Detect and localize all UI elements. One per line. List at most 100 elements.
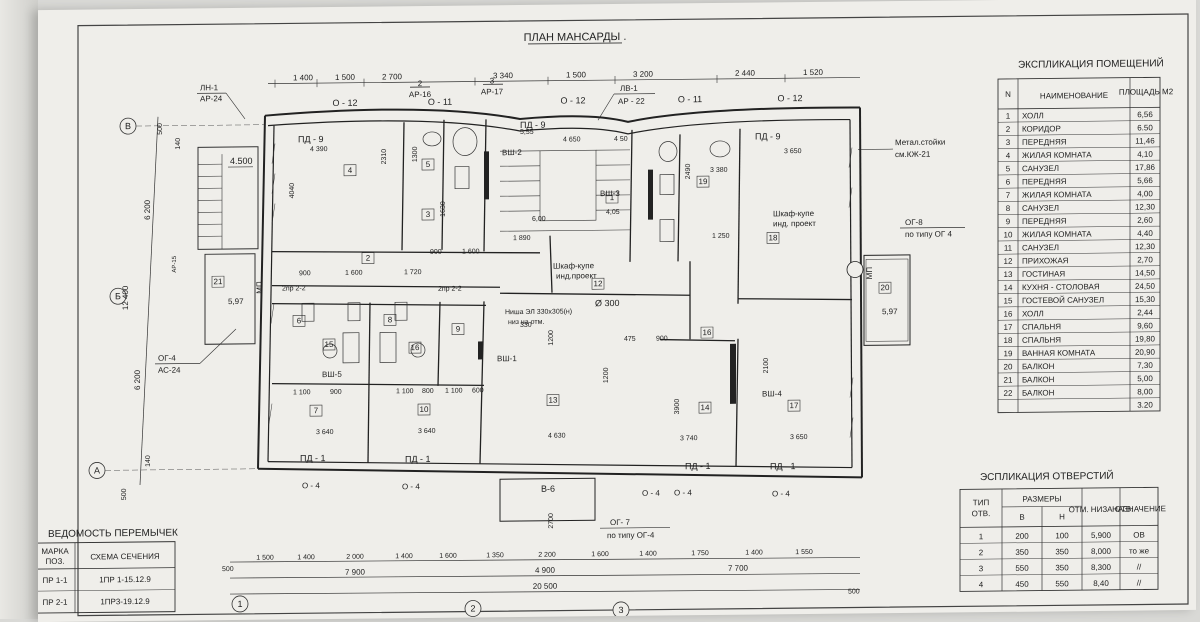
table-row: 12,30	[1135, 242, 1156, 251]
room-number: 3	[426, 210, 431, 219]
room-number: 4	[348, 166, 353, 175]
table-row: ЖИЛАЯ КОМНАТА	[1022, 230, 1092, 240]
table-row: 9	[1006, 217, 1011, 226]
level-mark-left: 5,97	[228, 297, 244, 306]
table-row: 350	[1055, 547, 1069, 556]
inner-dim: 3 650	[784, 148, 802, 155]
svg-text:ВШ-3: ВШ-3	[600, 189, 620, 198]
room-number: 7	[314, 406, 319, 415]
inner-dim: 4040	[289, 183, 296, 199]
binder-fold	[0, 0, 38, 619]
table-row: 8,40	[1093, 579, 1109, 588]
table-row: САНУЗЕЛ	[1022, 243, 1059, 252]
svg-text:ПД - 1: ПД - 1	[685, 461, 711, 471]
top-dim: 1 500	[566, 70, 587, 79]
table-row: 2,44	[1137, 308, 1153, 317]
bottom-dim: 1 350	[486, 552, 504, 559]
inner-dim: 3 640	[316, 429, 334, 436]
table-row: 3.20	[1137, 400, 1153, 409]
table-row: ЖИЛАЯ КОМНАТА	[1022, 190, 1092, 200]
bottom-dim: 2 200	[538, 552, 556, 559]
svg-text:ВШ-1: ВШ-1	[497, 354, 517, 363]
table-row: ПРИХОЖАЯ	[1022, 256, 1069, 265]
inner-dim: 1 720	[404, 269, 422, 276]
table-row: 8,000	[1091, 547, 1112, 556]
inner-dim: 3 650	[790, 434, 808, 441]
interior-walls	[272, 116, 852, 472]
table-row: 9,60	[1137, 321, 1153, 330]
table-row: ПЕРЕДНЯЯ	[1022, 177, 1067, 186]
room-number: 12	[594, 279, 603, 288]
svg-text:ЛН-1: ЛН-1	[200, 83, 219, 92]
inner-dim: 900	[330, 389, 342, 396]
svg-text:140: 140	[175, 138, 182, 150]
table-row: //	[1137, 579, 1142, 588]
svg-text:О - 4: О - 4	[402, 482, 420, 491]
table-row: БАЛКОН	[1022, 388, 1055, 397]
table-row: 200	[1015, 532, 1029, 541]
svg-text:1: 1	[237, 599, 242, 609]
table-row: 2	[1006, 125, 1011, 134]
table-row: 22	[1004, 389, 1013, 398]
room-number: 17	[790, 401, 799, 410]
table-row: ПР 1-1	[43, 576, 68, 585]
callout-lv1: ЛВ-1 АР - 22	[598, 84, 655, 121]
svg-text:500: 500	[157, 123, 164, 135]
table-row: ХОЛЛ	[1022, 111, 1044, 120]
plan-title: ПЛАН МАНСАРДЫ .	[524, 31, 627, 44]
room-number: 18	[769, 233, 778, 242]
table-row: 19,80	[1135, 334, 1156, 343]
table-row: СПАЛЬНЯ	[1022, 335, 1061, 344]
svg-text:О - 4: О - 4	[772, 489, 790, 498]
table-row: 20	[1004, 362, 1013, 371]
table-row: ПР 2-1	[43, 598, 68, 607]
table-row: 15	[1004, 296, 1013, 305]
table-row: 7	[1006, 191, 1011, 200]
window-mark: О - 12	[777, 93, 802, 103]
table-header: ТИП	[973, 498, 990, 507]
inner-dim: 800	[422, 388, 434, 395]
table-row: 12	[1004, 257, 1013, 266]
callout-og4: ОГ-4 АС-24	[155, 329, 236, 375]
inner-dim: 900	[430, 249, 442, 256]
inner-dim: 4 50	[614, 136, 628, 143]
table-row: 21	[1004, 376, 1013, 385]
svg-text:АР-24: АР-24	[200, 94, 223, 103]
top-dim: 3 340	[493, 71, 514, 80]
table-row: 5	[1006, 164, 1011, 173]
svg-text:ПД - 9: ПД - 9	[755, 131, 781, 141]
svg-text:инд. проект: инд. проект	[773, 219, 816, 228]
bottom-dim: 7 700	[728, 564, 749, 573]
svg-text:ПД - 1: ПД - 1	[770, 461, 796, 471]
room-number: 14	[701, 403, 710, 412]
inner-dim: 3 740	[680, 435, 698, 442]
table-row: 4	[979, 580, 984, 589]
table-row: 5,00	[1137, 374, 1153, 383]
table-row: 11	[1004, 244, 1013, 253]
callout-og7: ОГ- 7 по типу ОГ-4	[600, 517, 670, 540]
svg-text:МП: МП	[865, 267, 874, 280]
table-row: то же	[1129, 546, 1150, 555]
inner-dim: 1 890	[513, 235, 531, 242]
room-number: 2	[366, 254, 371, 263]
table-row: ПЕРЕДНЯЯ	[1022, 217, 1067, 226]
svg-text:ВШ-4: ВШ-4	[762, 389, 782, 398]
inner-dim: 1 100	[293, 389, 311, 396]
svg-text:500: 500	[222, 566, 234, 573]
bottom-dim: 1 500	[256, 555, 274, 562]
table-row: СПАЛЬНЯ	[1022, 322, 1061, 331]
svg-text:ОГ- 7: ОГ- 7	[610, 518, 630, 527]
table-row: 15,30	[1135, 295, 1156, 304]
room-number: 6	[297, 316, 302, 325]
table-row: 350	[1055, 563, 1069, 572]
inner-dim: 1200	[548, 330, 555, 346]
room-number: 21	[214, 277, 223, 286]
room-number: 13	[549, 396, 558, 405]
table-row: 4	[1006, 151, 1011, 160]
svg-text:Шкаф-купе: Шкаф-купе	[773, 209, 815, 218]
table-row: БАЛКОН	[1022, 362, 1055, 371]
bottom-dim: 1 400	[639, 551, 657, 558]
table-header: РАЗМЕРЫ	[1022, 494, 1061, 503]
